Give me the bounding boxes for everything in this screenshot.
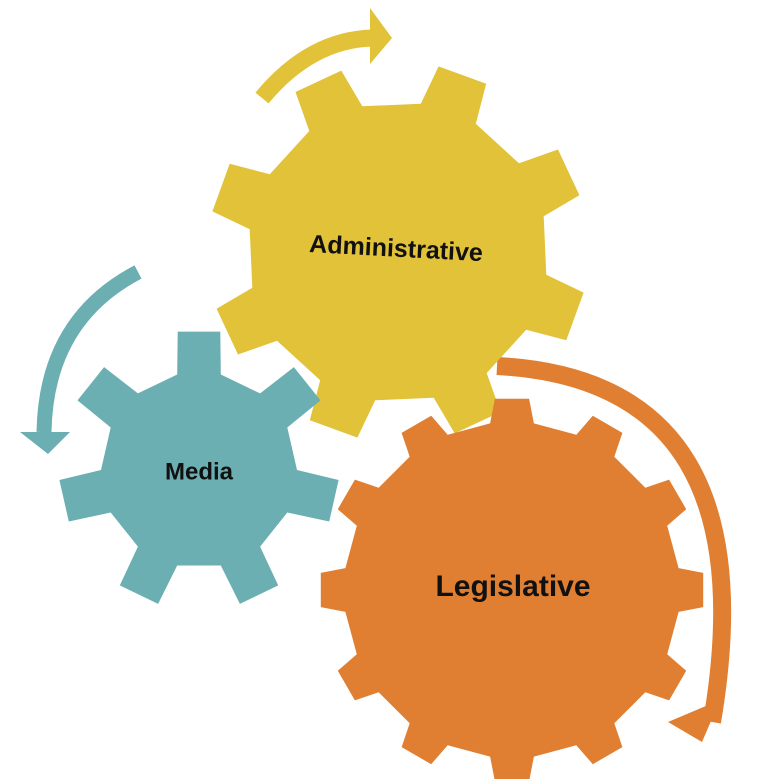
media-label: Media	[165, 458, 234, 485]
media-gear	[59, 331, 339, 604]
administrative-arrow	[255, 8, 392, 104]
media-arrow	[20, 265, 142, 454]
administrative-gear	[212, 66, 584, 438]
legislative-label: Legislative	[435, 570, 590, 603]
legislative-arrow	[496, 357, 732, 742]
legislative-gear	[320, 398, 704, 779]
